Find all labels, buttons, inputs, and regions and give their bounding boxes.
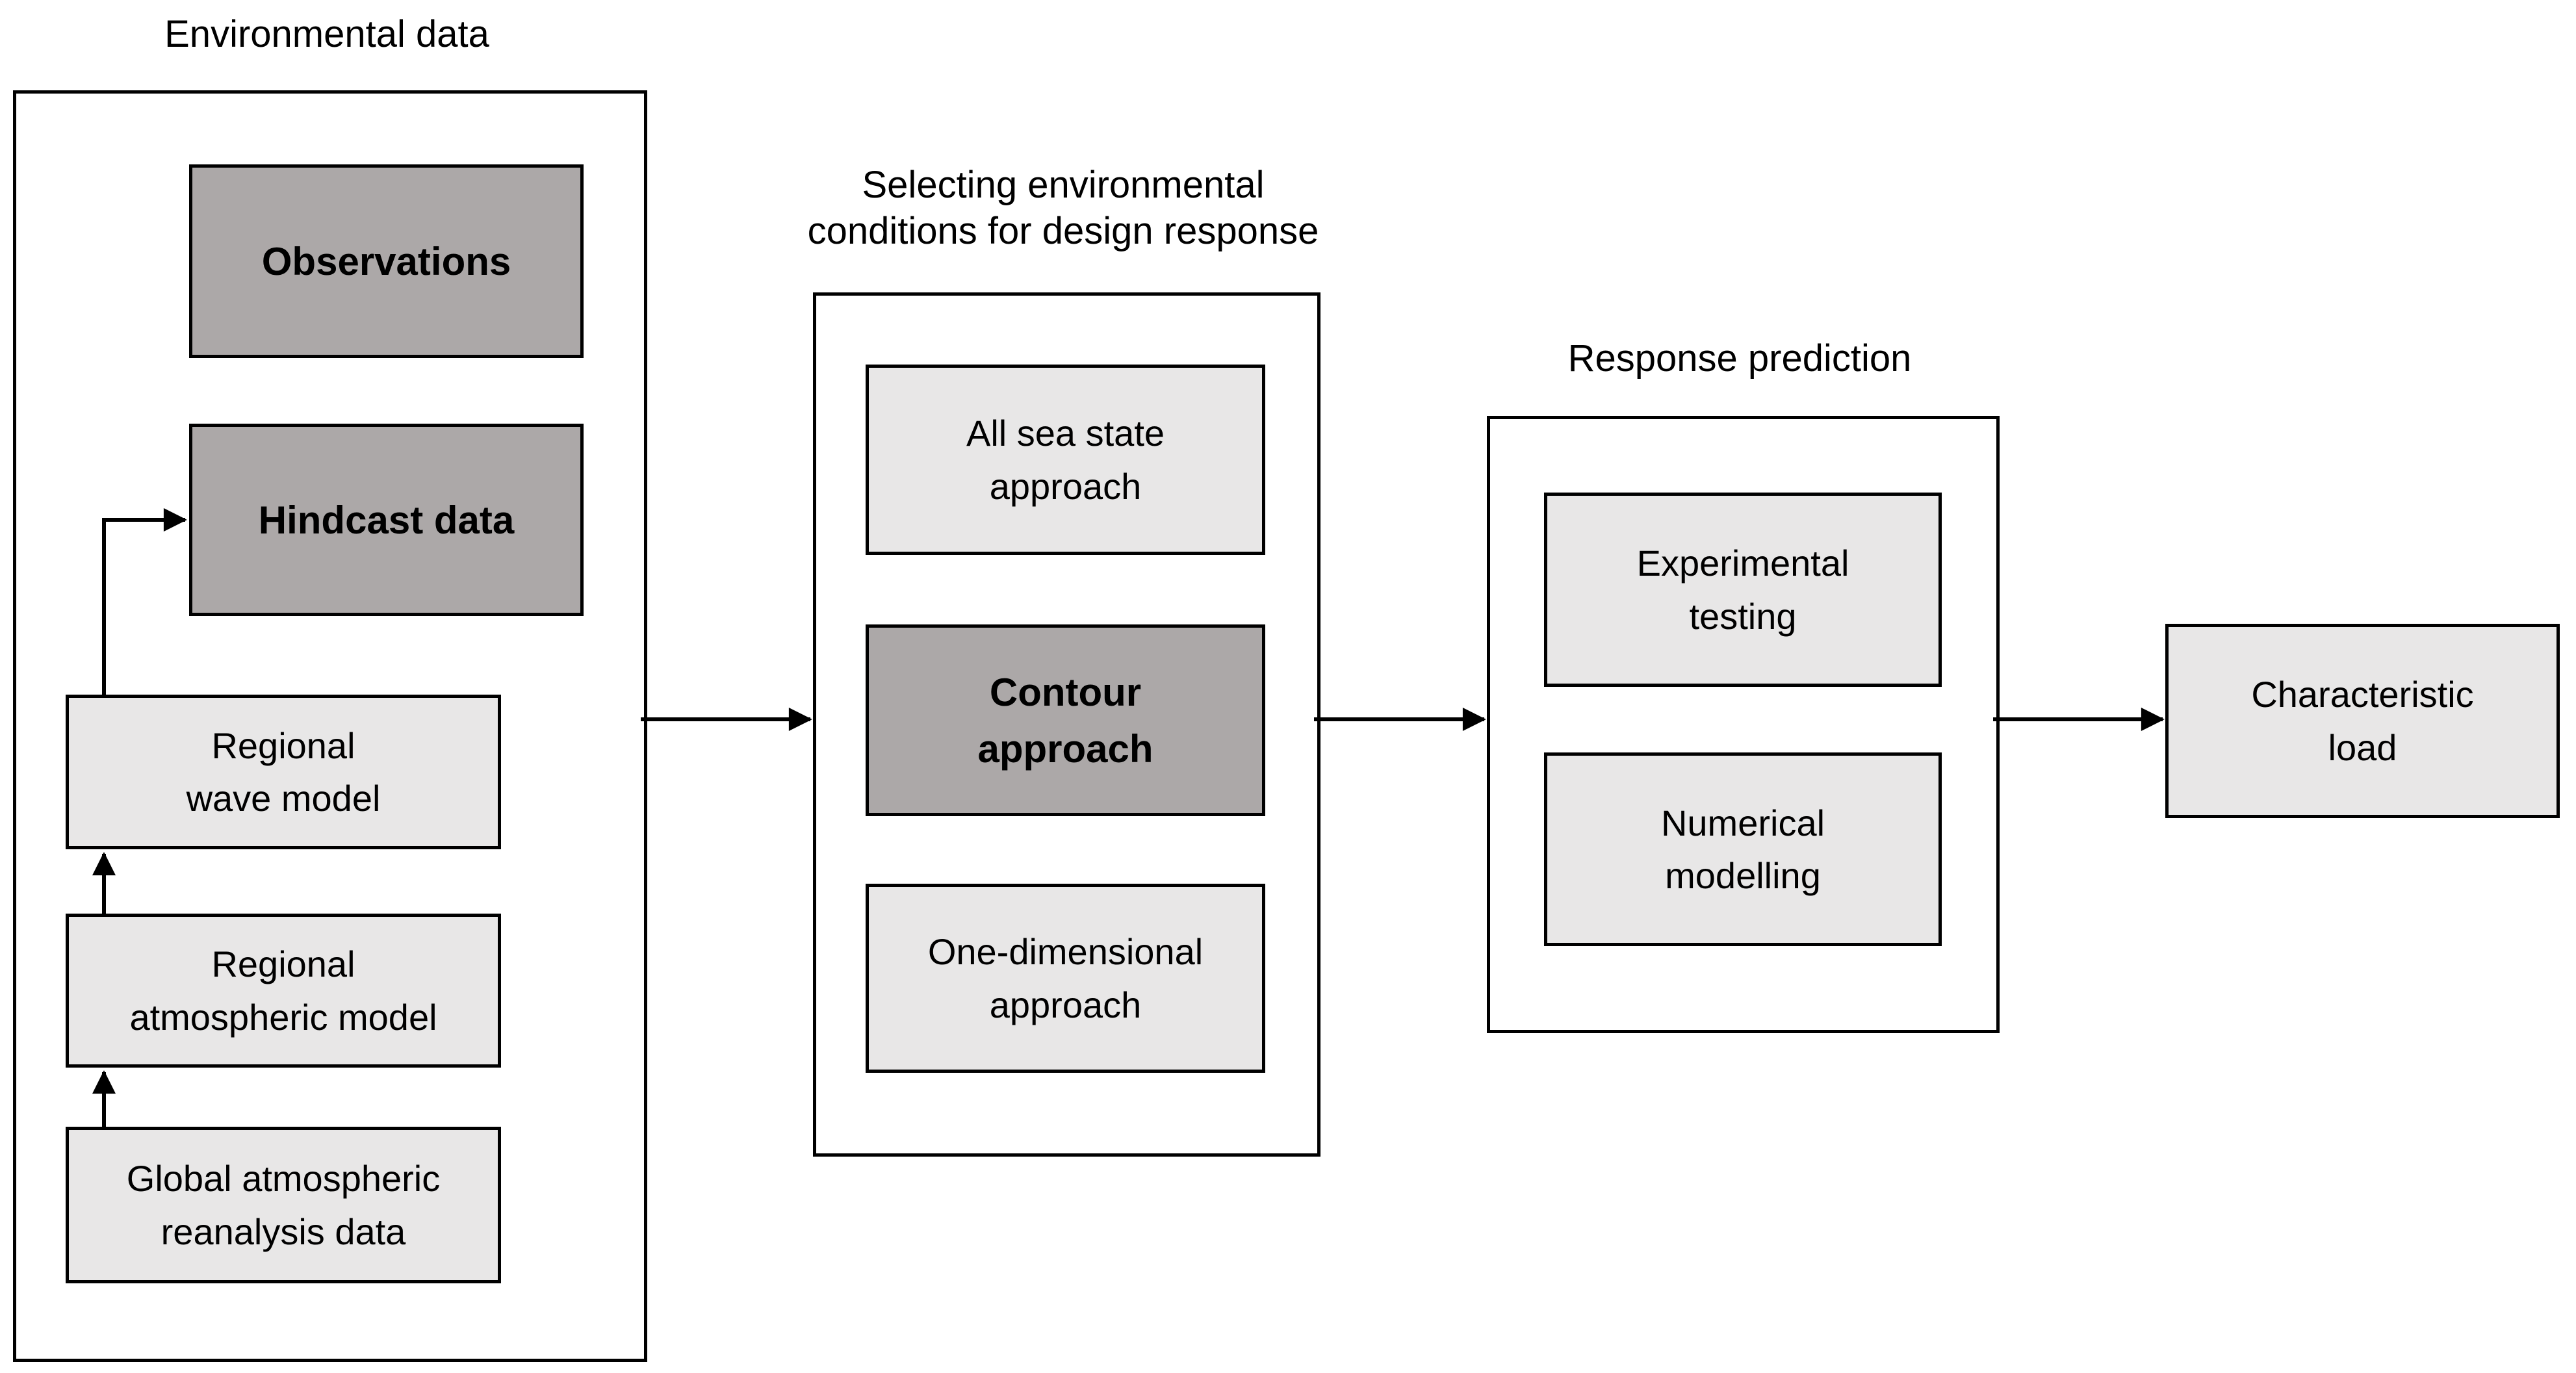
- regional-atmospheric-model-label: Regional atmospheric model: [129, 943, 437, 1038]
- response-prediction-group-box: [1487, 416, 2000, 1033]
- characteristic-load-box: Characteristic load: [2165, 624, 2560, 818]
- contour-approach-label: Contour approach: [977, 670, 1153, 771]
- global-reanalysis-box: Global atmospheric reanalysis data: [66, 1127, 501, 1283]
- observations-box: Observations: [189, 164, 584, 358]
- one-dimensional-box: One-dimensional approach: [866, 884, 1265, 1073]
- regional-atmospheric-model-box: Regional atmospheric model: [66, 914, 501, 1068]
- selecting-conditions-group-box: [813, 292, 1320, 1157]
- hindcast-data-box: Hindcast data: [189, 424, 584, 616]
- environmental-data-title: Environmental data: [164, 13, 489, 55]
- experimental-testing-box: Experimental testing: [1544, 493, 1942, 687]
- regional-wave-model-label: Regional wave model: [186, 725, 381, 819]
- numerical-modelling-label: Numerical modelling: [1660, 802, 1825, 896]
- global-reanalysis-label: Global atmospheric reanalysis data: [126, 1158, 441, 1252]
- response-prediction-title: Response prediction: [1567, 337, 1912, 379]
- selecting-conditions-title: Selecting environmental conditions for d…: [807, 164, 1319, 252]
- regional-wave-model-box: Regional wave model: [66, 695, 501, 849]
- environmental-data-group-box: [13, 90, 647, 1362]
- numerical-modelling-box: Numerical modelling: [1544, 752, 1942, 946]
- one-dimensional-label: One-dimensional approach: [927, 931, 1204, 1025]
- observations-label: Observations: [261, 239, 511, 283]
- characteristic-load-label: Characteristic load: [2251, 674, 2474, 768]
- hindcast-data-label: Hindcast data: [258, 498, 515, 542]
- all-sea-state-box: All sea state approach: [866, 365, 1265, 555]
- experimental-testing-label: Experimental testing: [1636, 543, 1849, 637]
- all-sea-state-label: All sea state approach: [966, 413, 1165, 507]
- contour-approach-box: Contour approach: [866, 624, 1265, 816]
